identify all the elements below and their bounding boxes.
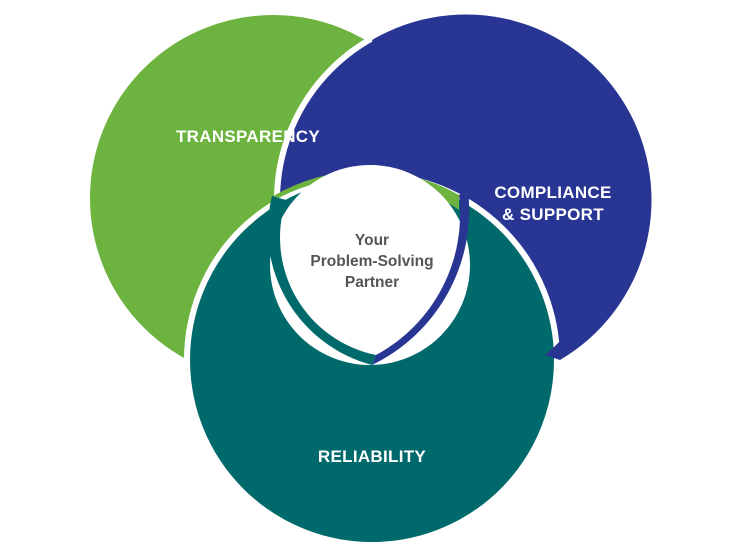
compliance-swirl-overlay (372, 14, 652, 361)
compliance-support-label: COMPLIANCE & SUPPORT (494, 183, 611, 224)
reliability-inner-edge (267, 196, 376, 365)
label-line: Partner (345, 274, 399, 291)
label-line: Your (355, 232, 389, 249)
label-line: RELIABILITY (318, 447, 426, 466)
reliability-label: RELIABILITY (318, 447, 426, 466)
transparency-label: TRANSPARENCY (176, 127, 320, 146)
label-line: & SUPPORT (502, 205, 604, 224)
label-line: COMPLIANCE (494, 183, 611, 202)
compliance-inner-edge (372, 190, 470, 365)
label-line: TRANSPARENCY (176, 127, 320, 146)
label-line: Problem-Solving (310, 253, 433, 270)
center-circle (270, 165, 470, 365)
